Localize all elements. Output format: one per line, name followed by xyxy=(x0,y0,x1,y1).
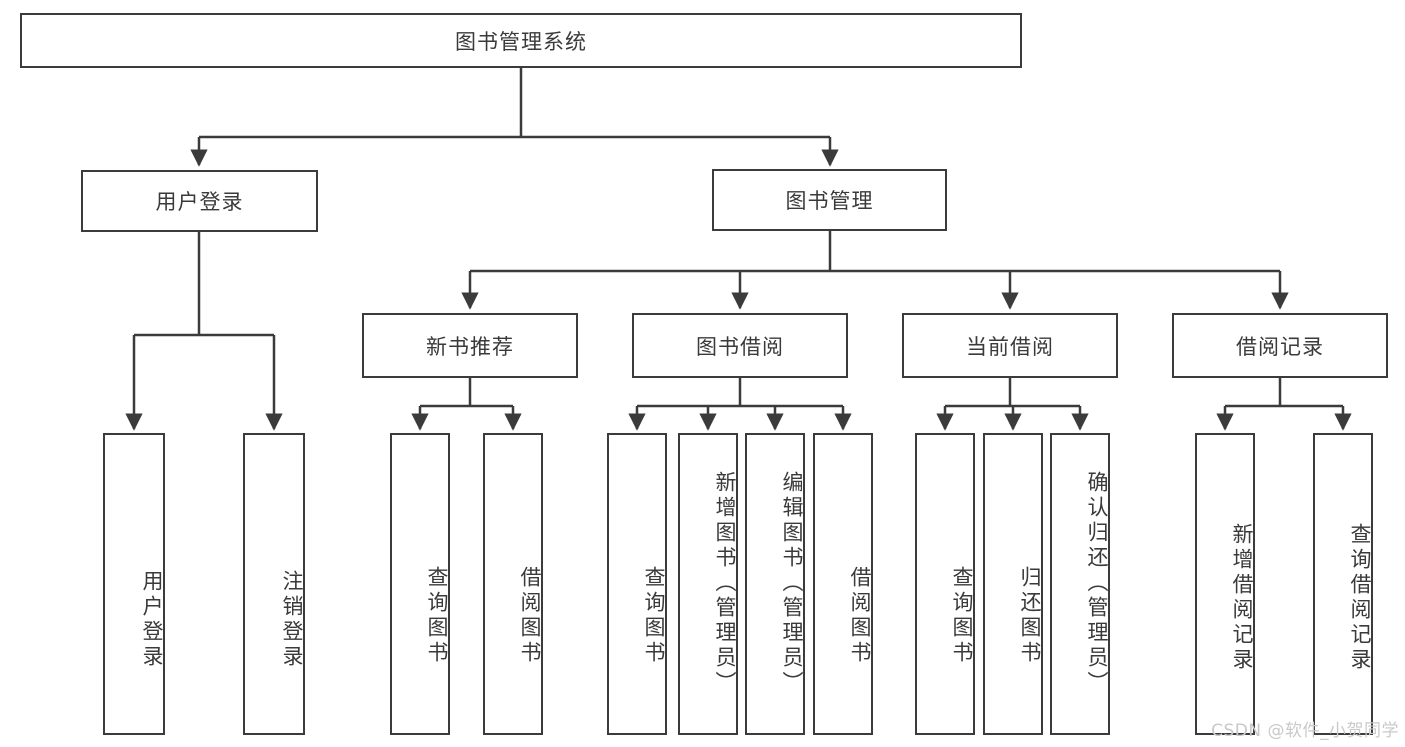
node-label: 图书管理系统 xyxy=(455,29,587,54)
node-book-borrow[interactable]: 图书借阅 xyxy=(632,313,848,378)
node-leaf-logout[interactable]: 注销登录 xyxy=(243,433,305,735)
node-label: 新书推荐 xyxy=(426,334,514,359)
node-label: 查询图书 xyxy=(950,566,974,666)
node-label: 图书管理 xyxy=(785,189,874,213)
node-label: 查询图书 xyxy=(425,566,449,666)
node-label: 归还图书 xyxy=(1018,566,1042,666)
node-label: 注销登录 xyxy=(280,570,304,670)
node-root-book-management-system[interactable]: 图书管理系统 xyxy=(20,13,1022,68)
node-leaf-query-book-borrow[interactable]: 查询图书 xyxy=(607,433,667,735)
node-borrow-record[interactable]: 借阅记录 xyxy=(1172,313,1388,378)
node-label: 查询借阅记录 xyxy=(1348,523,1372,673)
node-leaf-return-book[interactable]: 归还图书 xyxy=(983,433,1043,735)
node-leaf-add-book-admin[interactable]: 新增图书（管理员） xyxy=(678,433,738,735)
node-label: 编辑图书（管理员） xyxy=(780,470,804,696)
node-leaf-query-borrow-record[interactable]: 查询借阅记录 xyxy=(1313,433,1373,735)
node-leaf-user-login[interactable]: 用户登录 xyxy=(103,433,165,735)
node-label: 借阅图书 xyxy=(518,566,542,666)
node-label: 新增借阅记录 xyxy=(1230,523,1254,673)
node-leaf-edit-book-admin[interactable]: 编辑图书（管理员） xyxy=(745,433,805,735)
node-label: 新增图书（管理员） xyxy=(713,470,737,696)
node-label: 借阅记录 xyxy=(1236,334,1324,359)
node-leaf-borrow-book[interactable]: 借阅图书 xyxy=(813,433,873,735)
node-label: 当前借阅 xyxy=(966,334,1054,359)
node-user-login[interactable]: 用户登录 xyxy=(81,170,318,232)
node-book-management[interactable]: 图书管理 xyxy=(712,169,947,231)
node-leaf-borrow-book-recommend[interactable]: 借阅图书 xyxy=(483,433,543,735)
node-label: 用户登录 xyxy=(155,190,244,214)
node-leaf-add-borrow-record[interactable]: 新增借阅记录 xyxy=(1195,433,1255,735)
node-new-book-recommend[interactable]: 新书推荐 xyxy=(362,313,578,378)
node-label: 用户登录 xyxy=(140,570,164,670)
node-leaf-query-book-current[interactable]: 查询图书 xyxy=(915,433,975,735)
node-current-borrow[interactable]: 当前借阅 xyxy=(902,313,1118,378)
node-label: 查询图书 xyxy=(642,566,666,666)
node-label: 图书借阅 xyxy=(696,334,784,359)
node-leaf-confirm-return-admin[interactable]: 确认归还（管理员） xyxy=(1050,433,1110,735)
node-label: 确认归还（管理员） xyxy=(1085,470,1109,696)
node-label: 借阅图书 xyxy=(848,566,872,666)
node-leaf-query-book-recommend[interactable]: 查询图书 xyxy=(390,433,450,735)
